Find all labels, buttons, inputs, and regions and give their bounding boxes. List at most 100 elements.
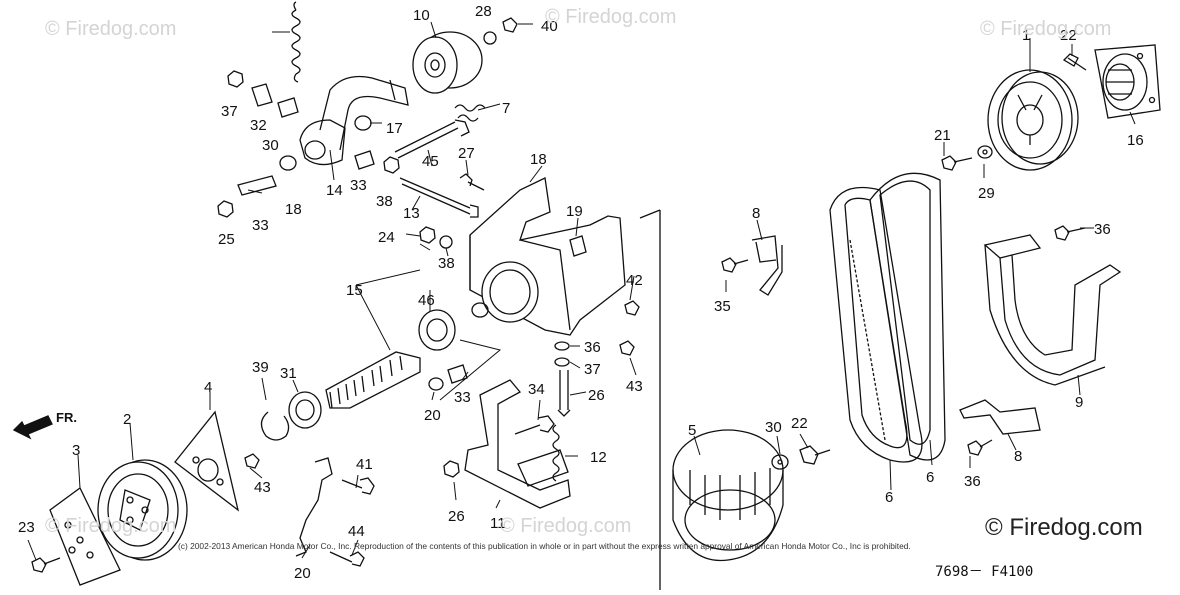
callout-label: 37	[221, 103, 238, 120]
callout-label: 18	[285, 201, 302, 218]
callout-label: 28	[475, 3, 492, 20]
watermark-text: © Firedog.com	[980, 18, 1112, 40]
callout-label: 32	[250, 117, 267, 134]
callout-label: 27	[458, 145, 475, 162]
part-38-nut-b	[383, 156, 400, 174]
callout-label: 23	[18, 519, 35, 536]
part-34-pin	[237, 175, 277, 196]
callout-label: 43	[254, 479, 271, 496]
front-arrow-icon	[12, 415, 53, 440]
part-16-shaft	[325, 351, 421, 409]
part-36-bolt-c	[967, 439, 993, 456]
callout-label: 24	[378, 229, 395, 246]
callout-label: 41	[356, 456, 373, 473]
part-4-plate	[174, 410, 240, 512]
part-43-bolt-a	[624, 300, 640, 316]
part-24-bolt	[31, 557, 61, 573]
part-31-bushing	[277, 97, 299, 118]
part-30-washer	[977, 145, 993, 159]
callout-label: 22	[1060, 27, 1077, 44]
copyright-notice: (c) 2002-2013 American Honda Motor Co., …	[178, 541, 911, 551]
part-44-bolt	[244, 453, 260, 469]
callout-label: 6	[885, 489, 893, 506]
part-43-bolt-b	[619, 340, 635, 356]
part-22-bolt	[941, 155, 973, 171]
part-18-washer-a	[354, 115, 372, 131]
callout-label: 39	[252, 359, 269, 376]
part-33-collar-a	[251, 83, 273, 107]
part-36-bolt-a	[721, 257, 749, 273]
callout-label: 11	[490, 515, 506, 532]
callout-label: 1	[1022, 27, 1030, 44]
callout-label: 29	[978, 185, 995, 202]
part-3-plate	[49, 487, 121, 586]
callout-label: 33	[252, 217, 269, 234]
part-14-arm	[299, 75, 409, 166]
callout-label: 43	[626, 378, 643, 395]
callout-label: 16	[1127, 132, 1144, 149]
callout-label: 33	[350, 177, 367, 194]
part-30-washer-lower	[771, 454, 789, 470]
leader-lines	[27, 21, 1136, 561]
part-27-bolt	[557, 370, 571, 417]
callout-label: 6	[926, 469, 934, 486]
callout-label: 8	[1014, 448, 1022, 465]
part-46-bolt	[394, 119, 470, 159]
part-10-roller	[412, 31, 483, 94]
part-7-spring	[454, 104, 486, 122]
part-35-bolt	[514, 415, 555, 435]
callout-label: 42	[626, 272, 643, 289]
callout-label: 4	[204, 379, 212, 396]
part-8-bracket-upper	[751, 235, 783, 296]
firedog-logo: © Firedog.com	[985, 514, 1143, 541]
callout-label: 22	[791, 415, 808, 432]
callout-label: 20	[294, 565, 311, 582]
part-8-bracket-lower	[959, 399, 1041, 435]
part-25-nut	[419, 226, 436, 244]
callout-label: 45	[422, 153, 439, 170]
callout-label: 26	[448, 508, 465, 525]
part-26-nut-a	[217, 200, 234, 218]
watermark-text: © Firedog.com	[45, 515, 177, 537]
watermark-text: © Firedog.com	[45, 18, 177, 40]
part-11-bracket	[464, 379, 571, 509]
part-29-washer	[483, 31, 497, 45]
part-2-pulley	[97, 459, 188, 561]
callout-label: 25	[218, 231, 235, 248]
part-22-bolt-lower	[799, 445, 831, 465]
callout-label: 36	[1094, 221, 1111, 238]
callout-label: 5	[688, 422, 696, 439]
callout-label: 31	[280, 365, 297, 382]
part-39-washer	[439, 235, 453, 249]
part-40-clip	[260, 411, 290, 441]
callout-label: 19	[566, 203, 583, 220]
callout-label: 9	[1075, 394, 1083, 411]
part-12-spring	[552, 424, 560, 482]
part-38-nut-a	[227, 70, 244, 88]
callout-label: 46	[418, 292, 435, 309]
callout-label: 7	[502, 100, 510, 117]
part-36-bolt-b	[1054, 225, 1086, 241]
callout-label: 20	[424, 407, 441, 424]
part-45-bolt	[329, 551, 365, 567]
callout-label: 44	[348, 523, 365, 540]
front-indicator: FR.	[56, 410, 77, 425]
callout-label: 36	[584, 339, 601, 356]
callout-label: 10	[413, 7, 430, 24]
part-20-bushing-b	[428, 377, 444, 391]
callout-label: 15	[346, 282, 363, 299]
callout-label: 2	[123, 411, 131, 428]
part-15-spring	[291, 1, 301, 83]
watermark-text: © Firedog.com	[545, 6, 677, 28]
part-32-bearing	[288, 391, 322, 429]
callout-label: 40	[541, 18, 558, 35]
part-33-collar-b	[354, 150, 375, 170]
callout-label: 13	[403, 205, 420, 222]
callout-label: 14	[326, 182, 343, 199]
callout-label: 21	[934, 127, 951, 144]
watermark-text: © Firedog.com	[500, 515, 632, 537]
part-41-bolt	[502, 17, 518, 33]
part-47-bearing	[418, 309, 456, 351]
